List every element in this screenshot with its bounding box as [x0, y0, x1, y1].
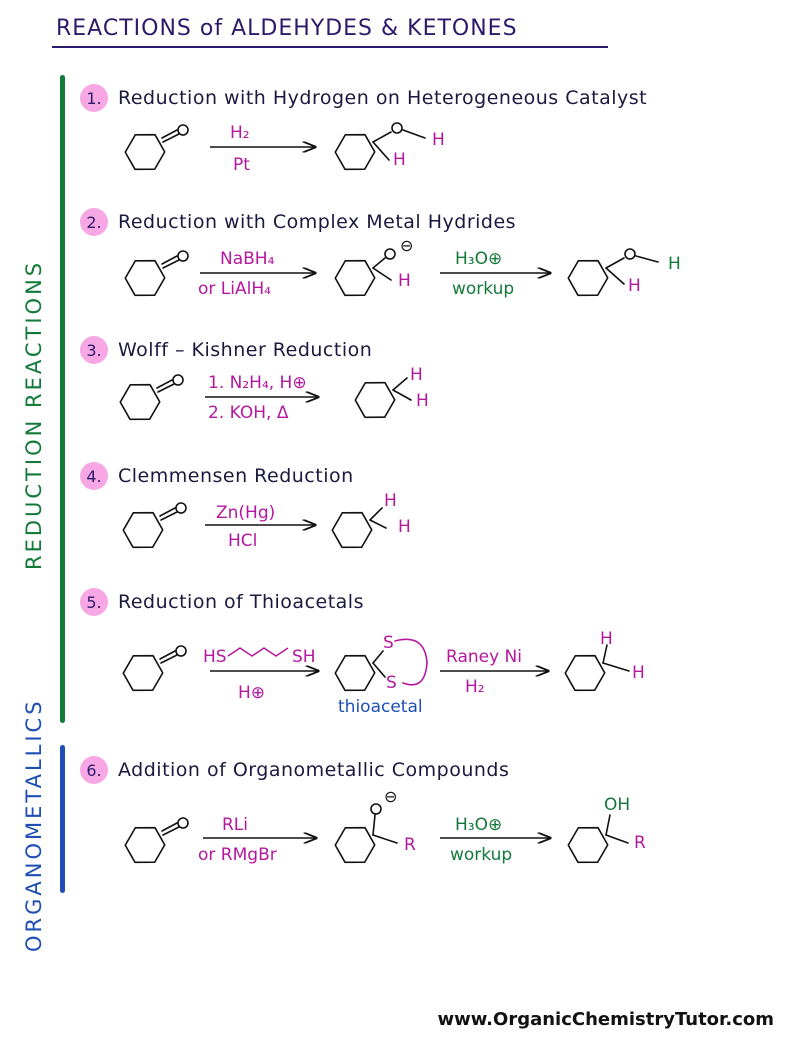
product-6-r: R — [404, 835, 416, 855]
product-4-h2: H — [398, 517, 411, 537]
section-2-number: 2. — [80, 208, 108, 236]
reagent-2b-bottom: workup — [452, 279, 514, 299]
cyclohexanone-1 — [124, 124, 189, 171]
section-5-header: 5. Reduction of Thioacetals — [80, 588, 364, 616]
product-3-h1: H — [410, 365, 423, 385]
section-4-number: 4. — [80, 462, 108, 490]
cyclohexanone-4 — [122, 502, 187, 549]
scheme-3: 1. N₂H₄, H⊕ 2. KOH, Δ H H — [119, 365, 429, 423]
reagent-2-top: NaBH₄ — [220, 249, 275, 269]
product-2-h-final: H — [628, 276, 641, 296]
alkoxide-6 — [334, 803, 398, 864]
footer-url: www.OrganicChemistryTutor.com — [437, 1009, 774, 1030]
product-6-oh: OH — [604, 795, 630, 815]
product-5-h1: H — [600, 629, 613, 649]
scheme-5: HS SH H⊕ S S thioacetal Raney Ni H₂ H H — [122, 629, 645, 717]
section-5-title: Reduction of Thioacetals — [118, 591, 364, 613]
product-3-h2: H — [416, 391, 429, 411]
dithiol-chain — [227, 647, 289, 657]
product-1-oh-h: H — [432, 130, 445, 150]
tertiary-alcohol-6 — [567, 814, 629, 864]
alkoxide-6-charge: ⊖ — [384, 787, 397, 806]
scheme-2: NaBH₄ or LiAlH₄ ⊖ H H₃O⊕ workup H H — [124, 236, 681, 299]
reagent-2-bottom: or LiAlH₄ — [198, 279, 271, 299]
reagent-5-hs: HS — [203, 647, 227, 667]
section-1-title: Reduction with Hydrogen on Heterogeneous… — [118, 87, 648, 109]
section-1-number: 1. — [80, 84, 108, 112]
section-3-number: 3. — [80, 336, 108, 364]
reagent-6b-top: H₃O⊕ — [455, 815, 502, 835]
section-3-header: 3. Wolff – Kishner Reduction — [80, 336, 372, 364]
cyclohexanone-5 — [122, 645, 187, 692]
reagent-5b-top: Raney Ni — [446, 647, 522, 667]
reagent-4-bottom: HCl — [228, 531, 257, 551]
product-2-oh-h: H — [668, 254, 681, 274]
cyclohexanol-1 — [334, 122, 426, 171]
cyclohexane-5 — [564, 644, 630, 692]
organometallics-bar — [60, 745, 65, 893]
product-1-h: H — [393, 150, 406, 170]
reagent-2b-top: H₃O⊕ — [455, 249, 502, 269]
cyclohexanone-6 — [124, 817, 189, 864]
alkoxide-2 — [334, 248, 396, 297]
reagent-3-top: 1. N₂H₄, H⊕ — [208, 373, 307, 393]
reagent-5b-bottom: H₂ — [465, 677, 485, 697]
section-4-header: 4. Clemmensen Reduction — [80, 462, 354, 490]
reagent-1-top: H₂ — [230, 123, 250, 143]
section-6-header: 6. Addition of Organometallic Compounds — [80, 756, 509, 784]
section-1-header: 1. Reduction with Hydrogen on Heterogene… — [80, 84, 647, 112]
cyclohexane-4 — [331, 507, 387, 549]
section-4-title: Clemmensen Reduction — [118, 465, 354, 487]
cyclohexane-3 — [354, 377, 412, 419]
cyclohexanone-3 — [119, 374, 184, 421]
section-6-number: 6. — [80, 756, 108, 784]
scheme-4: Zn(Hg) HCl H H — [122, 491, 411, 551]
scheme-6: RLi or RMgBr ⊖ R H₃O⊕ workup OH R — [124, 787, 646, 865]
reagent-1-bottom: Pt — [233, 155, 250, 175]
section-3-title: Wolff – Kishner Reduction — [118, 339, 373, 361]
reagent-3-bottom: 2. KOH, Δ — [208, 403, 289, 423]
alkoxide-charge: ⊖ — [400, 236, 413, 255]
thioacetal-label: thioacetal — [338, 697, 423, 717]
reagent-6-bottom: or RMgBr — [198, 845, 277, 865]
title-underline — [52, 46, 608, 48]
section-2-title: Reduction with Complex Metal Hydrides — [118, 211, 517, 233]
reagent-5-sh: SH — [292, 647, 316, 667]
product-2-h: H — [398, 271, 411, 291]
scheme-1: H₂ Pt H H — [124, 122, 445, 175]
thioacetal-ring — [334, 638, 428, 692]
thioacetal-s2: S — [386, 673, 397, 693]
reagent-6b-bottom: workup — [450, 845, 512, 865]
reagent-5-bottom: H⊕ — [238, 683, 265, 703]
product-6-r-final: R — [634, 833, 646, 853]
reagent-4-top: Zn(Hg) — [216, 503, 275, 523]
reagent-6-top: RLi — [222, 815, 248, 835]
product-5-h2: H — [632, 663, 645, 683]
section-5-number: 5. — [80, 588, 108, 616]
section-2-header: 2. Reduction with Complex Metal Hydrides — [80, 208, 516, 236]
cyclohexanol-2 — [567, 248, 659, 297]
cyclohexanone-2 — [124, 250, 189, 297]
section-6-title: Addition of Organometallic Compounds — [118, 759, 510, 781]
product-4-h1: H — [384, 491, 397, 511]
reduction-bar — [60, 75, 65, 723]
page-title: REACTIONS of ALDEHYDES & KETONES — [56, 16, 518, 41]
thioacetal-s1: S — [383, 633, 394, 653]
